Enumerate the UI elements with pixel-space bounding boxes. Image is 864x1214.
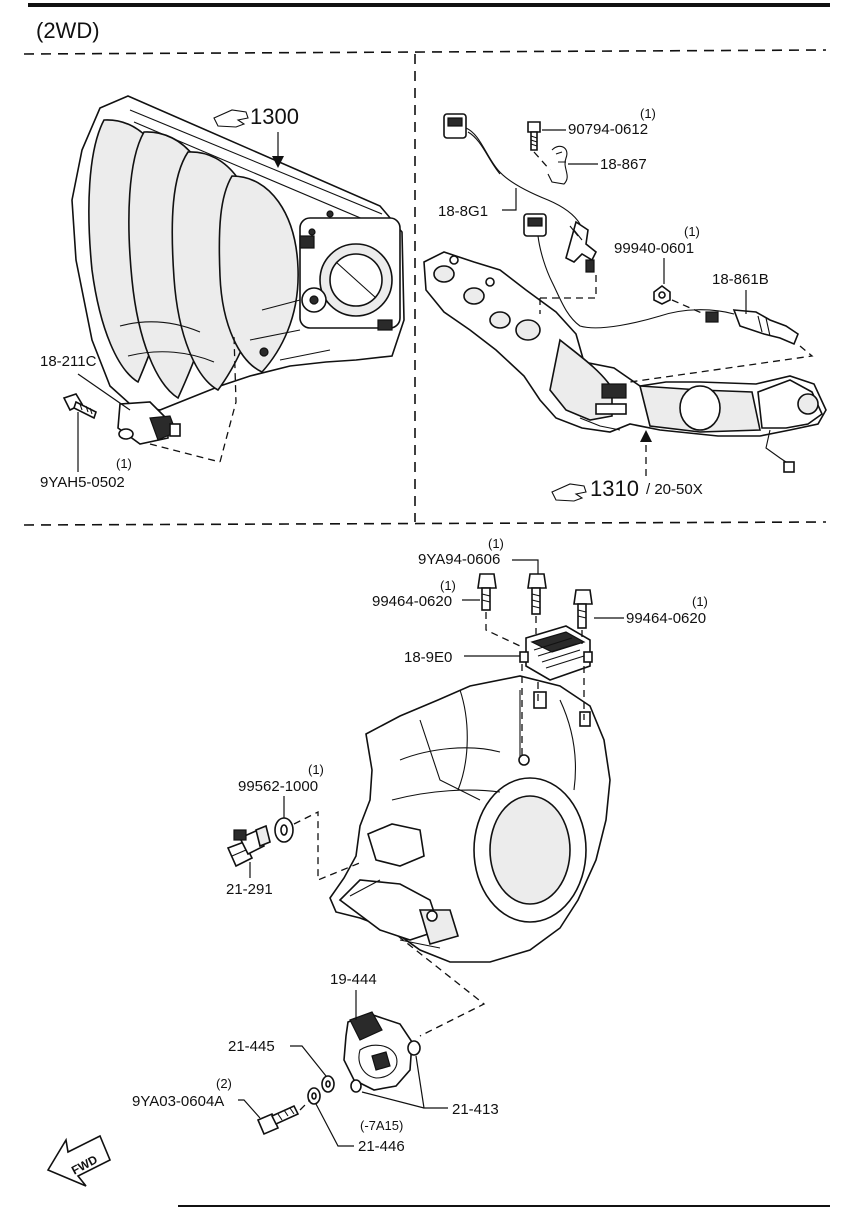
label-90794-0612: 90794-0612 bbox=[568, 121, 648, 138]
section-borders bbox=[23, 49, 827, 526]
svg-text:/ 20-50X: / 20-50X bbox=[646, 481, 703, 498]
label-18-8G1: 18-8G1 bbox=[438, 203, 488, 220]
intake-manifold-illustration bbox=[71, 95, 405, 411]
exhaust-manifold-illustration bbox=[423, 251, 827, 473]
bracket-clip-illustration bbox=[527, 121, 568, 185]
ref-1300: 1300 bbox=[213, 104, 299, 168]
label-21-291: 21-291 bbox=[226, 881, 273, 898]
svg-text:1310: 1310 bbox=[590, 476, 639, 501]
washer-21-446-illustration bbox=[307, 1087, 321, 1105]
qty-9YA94: (1) bbox=[488, 536, 504, 551]
label-21-413: 21-413 bbox=[452, 1101, 499, 1118]
o2-sensor-upstream-illustration bbox=[443, 113, 598, 273]
washer-21-445-illustration bbox=[321, 1075, 335, 1093]
label-21-446: 21-446 bbox=[358, 1138, 405, 1155]
qty-9YAH5: (1) bbox=[116, 456, 132, 471]
bolt-9YA03-illustration bbox=[256, 1104, 300, 1136]
variant-label: (2WD) bbox=[36, 18, 100, 43]
fwd-arrow-icon: FWD bbox=[46, 1134, 112, 1187]
svg-text:1300: 1300 bbox=[250, 104, 299, 129]
o2-sensor-downstream-illustration bbox=[523, 213, 799, 346]
qty-99562: (1) bbox=[308, 762, 324, 777]
label-7A15: (-7A15) bbox=[360, 1118, 403, 1133]
label-99562-1000: 99562-1000 bbox=[238, 778, 318, 795]
label-99464-0620-left: 99464-0620 bbox=[372, 593, 452, 610]
hand-pointer-icon bbox=[213, 109, 249, 128]
pressure-switch-illustration bbox=[226, 824, 271, 868]
label-9YAH5-0502: 9YAH5-0502 bbox=[40, 474, 125, 491]
qty-99464-left: (1) bbox=[440, 578, 456, 593]
solenoid-module-illustration bbox=[519, 625, 593, 681]
bolt-99464-left-illustration bbox=[477, 573, 497, 611]
range-switch-illustration bbox=[343, 1011, 421, 1093]
label-18-9E0: 18-9E0 bbox=[404, 649, 452, 666]
qty-99464-right: (1) bbox=[692, 594, 708, 609]
label-18-867: 18-867 bbox=[600, 156, 647, 173]
qty-9YA03: (2) bbox=[216, 1076, 232, 1091]
label-99940-0601: 99940-0601 bbox=[614, 240, 694, 257]
ref-1310: 1310 / 20-50X bbox=[551, 430, 703, 502]
bolt-9YA94-illustration bbox=[527, 573, 547, 615]
map-sensor-illustration bbox=[62, 393, 181, 445]
qty-90794: (1) bbox=[640, 106, 656, 121]
label-21-445: 21-445 bbox=[228, 1038, 275, 1055]
label-18-861B: 18-861B bbox=[712, 271, 769, 288]
label-9YA03-0604A: 9YA03-0604A bbox=[132, 1093, 224, 1110]
qty-99940: (1) bbox=[684, 224, 700, 239]
bolt-99464-right-illustration bbox=[573, 589, 593, 629]
nut-illustration bbox=[653, 285, 671, 305]
transaxle-case-illustration bbox=[329, 675, 611, 963]
hand-pointer-icon bbox=[551, 483, 587, 502]
label-19-444: 19-444 bbox=[330, 971, 377, 988]
label-99464-0620-right: 99464-0620 bbox=[626, 610, 706, 627]
label-9YA94-0606: 9YA94-0606 bbox=[418, 551, 500, 568]
washer-99562-illustration bbox=[274, 817, 294, 843]
label-18-211C: 18-211C bbox=[40, 353, 97, 370]
